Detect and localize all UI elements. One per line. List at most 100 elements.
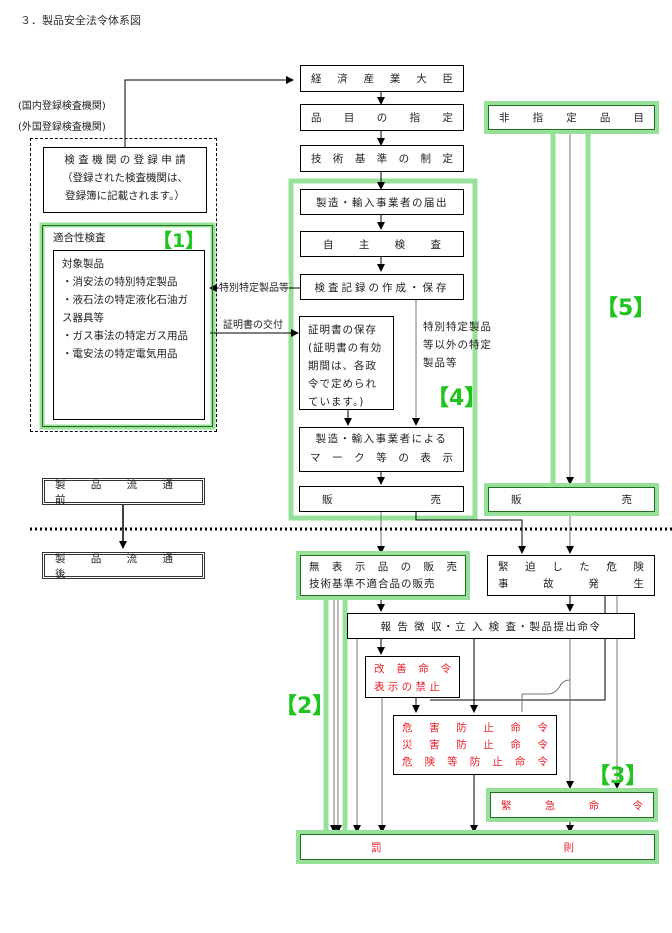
emergency-order-box: 緊急命令 <box>490 792 654 818</box>
cert-line: ています。) <box>308 396 365 408</box>
char: 罰 <box>371 841 382 854</box>
char: 品 <box>311 112 322 124</box>
char: 売 <box>430 493 442 506</box>
minister-box: 経済産業大臣 <box>300 65 464 92</box>
char: の <box>398 153 410 165</box>
char: 技 <box>311 153 322 165</box>
char: 売 <box>621 494 633 506</box>
char: 防 <box>456 722 467 734</box>
char: 緊 <box>501 799 512 812</box>
sale-box: 販売 <box>299 486 464 512</box>
char: 令 <box>440 663 451 675</box>
char: 品 <box>599 112 611 124</box>
marking-line-1: 製造・輸入事業者による <box>315 433 448 445</box>
non-designated-box: 非指定品目 <box>488 105 655 130</box>
char: 定 <box>566 112 577 124</box>
conformity-inspection-box: 適合性検査 【1】 対象製品 ・消安法の特別特定製品 ・液石法の特定液化石油ガス… <box>42 225 213 427</box>
frame-2 <box>323 596 348 830</box>
report-inspection-box: 報 告 徴 収・立 入 検 査・製品提出命令 <box>347 613 635 639</box>
char: 険 <box>633 561 644 573</box>
domestic-inspection-body-label: (国内登録検査機関) <box>18 101 106 112</box>
char: 則 <box>563 841 575 854</box>
target-item: ・ガス事法の特定ガス用品 <box>62 330 188 342</box>
special-products-label: 特別特定製品等 <box>219 279 289 294</box>
char: 止 <box>492 756 503 768</box>
char: 止 <box>483 722 494 734</box>
hazard-line-1: 危害防止命令 <box>402 720 548 737</box>
char: 止 <box>483 739 494 751</box>
improvement-line-1: 改善命令 <box>374 660 451 678</box>
char: し <box>552 561 563 573</box>
imminent-line-1: 緊迫した危険 <box>498 559 644 576</box>
char: 業 <box>389 73 401 85</box>
before-distribution-box: 製 品 流 通 前 <box>42 478 205 506</box>
other-products-label: 特別特定製品 等以外の特定 製品等 <box>423 318 492 372</box>
char: の <box>376 112 388 124</box>
char: 自 <box>323 238 334 251</box>
marking-box: 製造・輸入事業者による マーク等の表示 <box>299 427 464 472</box>
char: 防 <box>469 756 481 768</box>
char: 迫 <box>525 561 536 573</box>
char: 令 <box>537 756 548 768</box>
char: 等 <box>376 452 387 464</box>
char: 制 <box>420 153 432 165</box>
char: 危 <box>606 561 617 573</box>
char: 準 <box>376 153 388 165</box>
registration-note-1: （登録された検査機関は、 <box>62 172 188 184</box>
char: 危 <box>402 722 413 734</box>
other-line: 等以外の特定 <box>423 339 492 351</box>
penalty-box: 罰則 <box>300 834 655 860</box>
hazard-line-2: 災害防止命令 <box>402 737 548 754</box>
char: 命 <box>514 756 526 768</box>
imminent-danger-box: 緊迫した危険 事故発生 <box>487 555 655 596</box>
char: 急 <box>544 799 556 812</box>
char: 改 <box>374 663 385 675</box>
frame-5 <box>486 133 657 489</box>
target-item: ・液石法の特定液化石油ガス器具等 <box>62 294 188 324</box>
char: 指 <box>532 112 544 124</box>
badge-2: 【2】 <box>275 694 335 719</box>
char: 命 <box>588 799 600 812</box>
char: 検 <box>394 238 406 251</box>
char: 査 <box>430 238 441 251</box>
char: 命 <box>418 663 429 675</box>
char: 害 <box>429 722 440 734</box>
char: 害 <box>429 739 440 751</box>
notification-box: 製造・輸入事業者の届出 <box>300 189 464 215</box>
marking-line-2: マーク等の表示 <box>310 449 453 468</box>
char: 険 <box>424 756 436 768</box>
inspection-body-group <box>30 138 217 432</box>
char: ク <box>354 452 365 464</box>
arrow-report-hazard-2 <box>521 639 571 712</box>
char: 指 <box>409 112 421 124</box>
char: 販 <box>423 561 435 573</box>
target-products-box: 対象製品 ・消安法の特別特定製品 ・液石法の特定液化石油ガス器具等 ・ガス事法の… <box>53 250 205 420</box>
char: 発 <box>588 578 599 590</box>
cert-line: 証明書の保存 <box>308 324 377 336</box>
char: 定 <box>442 112 454 124</box>
frame-4 <box>288 178 478 521</box>
char: 緊 <box>498 561 509 573</box>
other-line: 特別特定製品 <box>423 321 492 333</box>
char: 命 <box>510 739 521 751</box>
target-item: ・電安法の特定電気用品 <box>62 348 178 360</box>
char: 目 <box>343 112 355 124</box>
arrow-to-minister <box>124 76 294 150</box>
char: 主 <box>358 238 370 251</box>
target-heading: 対象製品 <box>62 258 104 270</box>
cert-line: 期間は、各政 <box>308 360 377 372</box>
item-designation-box: 品目の指定 <box>300 104 464 131</box>
char: 大 <box>416 73 427 85</box>
char: た <box>579 561 590 573</box>
char: ー <box>332 452 343 464</box>
registration-note-2: 登録簿に記載されます。） <box>65 190 185 202</box>
improvement-order-box: 改善命令 表 示 の 禁 止 <box>365 656 460 698</box>
char: 販 <box>511 494 522 506</box>
char: 事 <box>498 578 509 590</box>
char: 善 <box>396 663 407 675</box>
char: 令 <box>537 722 548 734</box>
char: 故 <box>543 578 554 590</box>
char: 防 <box>456 739 467 751</box>
badge-3: 【3】 <box>588 764 648 789</box>
certificate-issue-label: 証明書の交付 <box>223 320 283 331</box>
